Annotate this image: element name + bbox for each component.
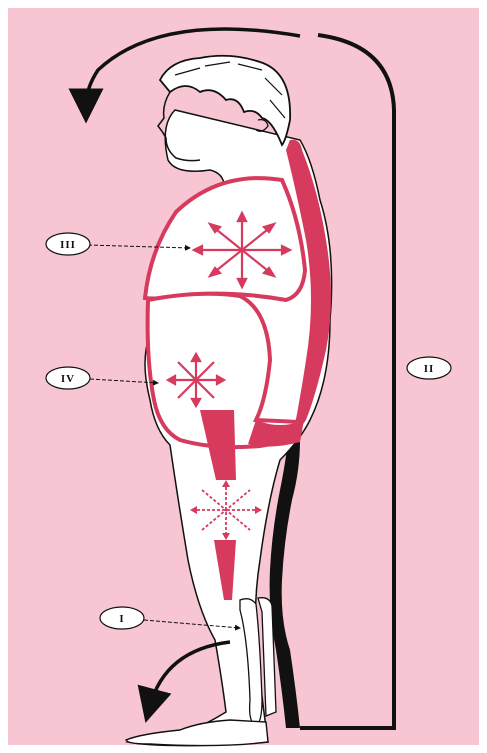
label-iv-text: IV [61, 373, 75, 385]
label-i-text: I [119, 613, 124, 625]
label-iii: III [46, 233, 90, 255]
label-ii: II [407, 357, 451, 379]
label-i: I [100, 607, 144, 629]
label-iv: IV [46, 367, 90, 389]
label-iii-text: III [60, 239, 76, 251]
label-ii-text: II [424, 363, 435, 375]
